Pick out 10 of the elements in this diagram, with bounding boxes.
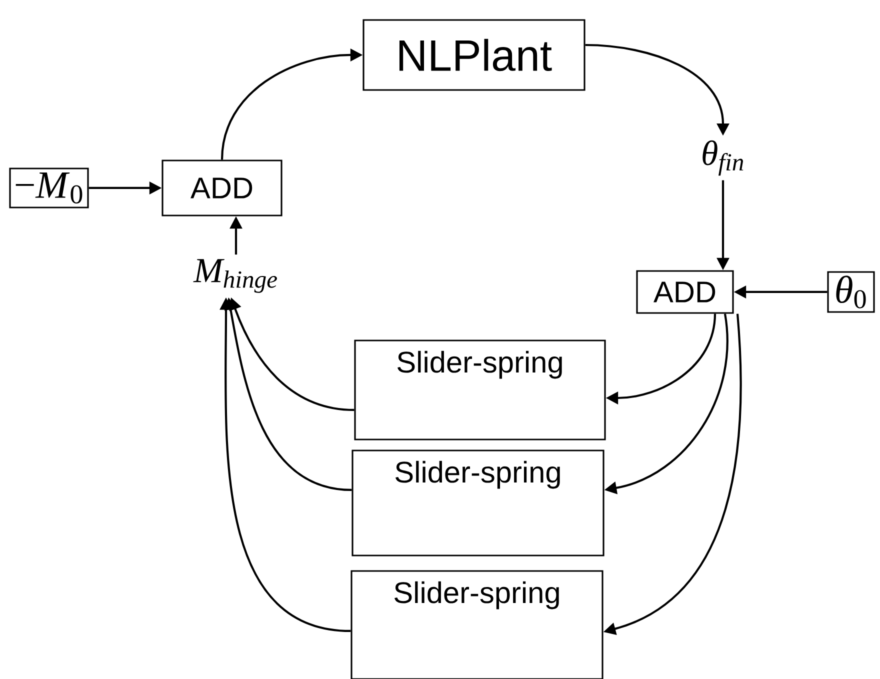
input-box: θ$_{0}$ [827,271,875,313]
input-box: −M$_{0}$ [9,168,89,208]
process-box: Slider-spring [350,570,604,679]
signal-label: θ$_{fin}$ [702,140,744,176]
process-box: ADD [636,270,734,314]
process-box: Slider-spring [352,450,604,556]
process-box: ADD [162,160,282,216]
process-box: NLPlant [362,19,586,91]
process-box: Slider-spring [354,340,606,440]
signal-label: M$_{hinge}$ [193,259,277,293]
